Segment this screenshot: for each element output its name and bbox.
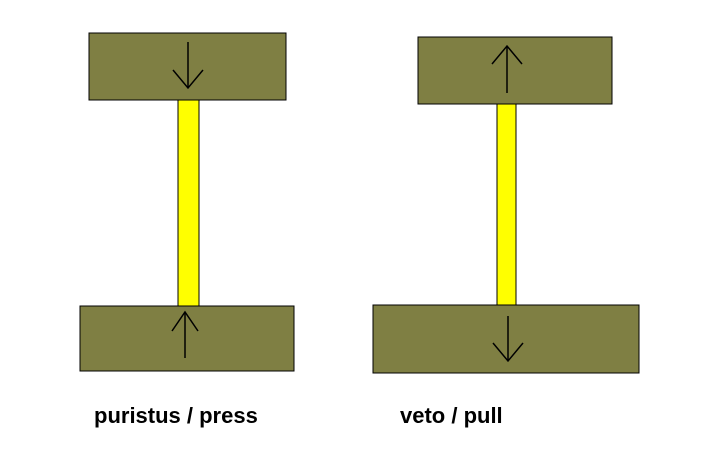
pull-rod <box>496 103 517 306</box>
up-arrow-icon <box>491 44 523 93</box>
up-arrow-icon <box>171 310 199 358</box>
caption-pull: veto / pull <box>400 403 503 428</box>
down-arrow-icon <box>492 316 524 363</box>
caption-press: puristus / press <box>94 403 258 428</box>
press-rod <box>177 99 200 307</box>
pull-assembly <box>372 36 640 374</box>
press-assembly <box>79 32 295 372</box>
down-arrow-icon <box>172 42 204 90</box>
pull-top-plate <box>417 36 613 105</box>
pull-bottom-plate <box>372 304 640 374</box>
press-bottom-plate <box>79 305 295 372</box>
